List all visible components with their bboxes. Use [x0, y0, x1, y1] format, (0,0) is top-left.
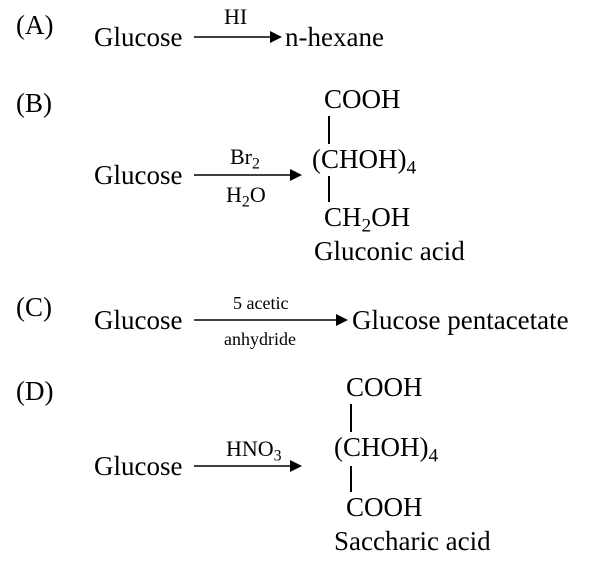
reaction-arrow [194, 31, 282, 43]
reaction-arrow [194, 314, 348, 326]
product: n-hexane [285, 22, 384, 52]
product-middle-group: (CHOH)4 [312, 144, 417, 179]
product-middle-group: (CHOH)4 [334, 432, 439, 467]
reagent-bottom: anhydride [224, 329, 296, 349]
option-label: (A) [16, 10, 54, 40]
option-label: (B) [16, 88, 52, 118]
reactant: Glucose [94, 451, 183, 481]
reactant: Glucose [94, 305, 183, 335]
product-bottom-group: CH2OH [324, 202, 411, 237]
reagent-top: HNO3 [226, 436, 282, 465]
bond-line [350, 404, 352, 432]
product: Glucose pentacetate [352, 305, 569, 335]
product-name: Gluconic acid [314, 236, 465, 266]
reagent-top: Br2 [230, 144, 260, 173]
reactant: Glucose [94, 160, 183, 190]
reagent-top: 5 acetic [233, 293, 289, 313]
reaction-arrow [194, 460, 302, 472]
option-label: (C) [16, 292, 52, 322]
bond-line [328, 116, 330, 144]
product-top-group: COOH [324, 84, 401, 114]
option-label: (D) [16, 376, 54, 406]
product-name: Saccharic acid [334, 526, 491, 556]
reagent-bottom: H2O [226, 182, 266, 211]
reagent-top: HI [224, 4, 248, 29]
product-bottom-group: COOH [346, 492, 423, 522]
reactant: Glucose [94, 22, 183, 52]
bond-line [328, 176, 330, 202]
reaction-arrow [194, 169, 302, 181]
bond-line [350, 466, 352, 492]
product-top-group: COOH [346, 372, 423, 402]
